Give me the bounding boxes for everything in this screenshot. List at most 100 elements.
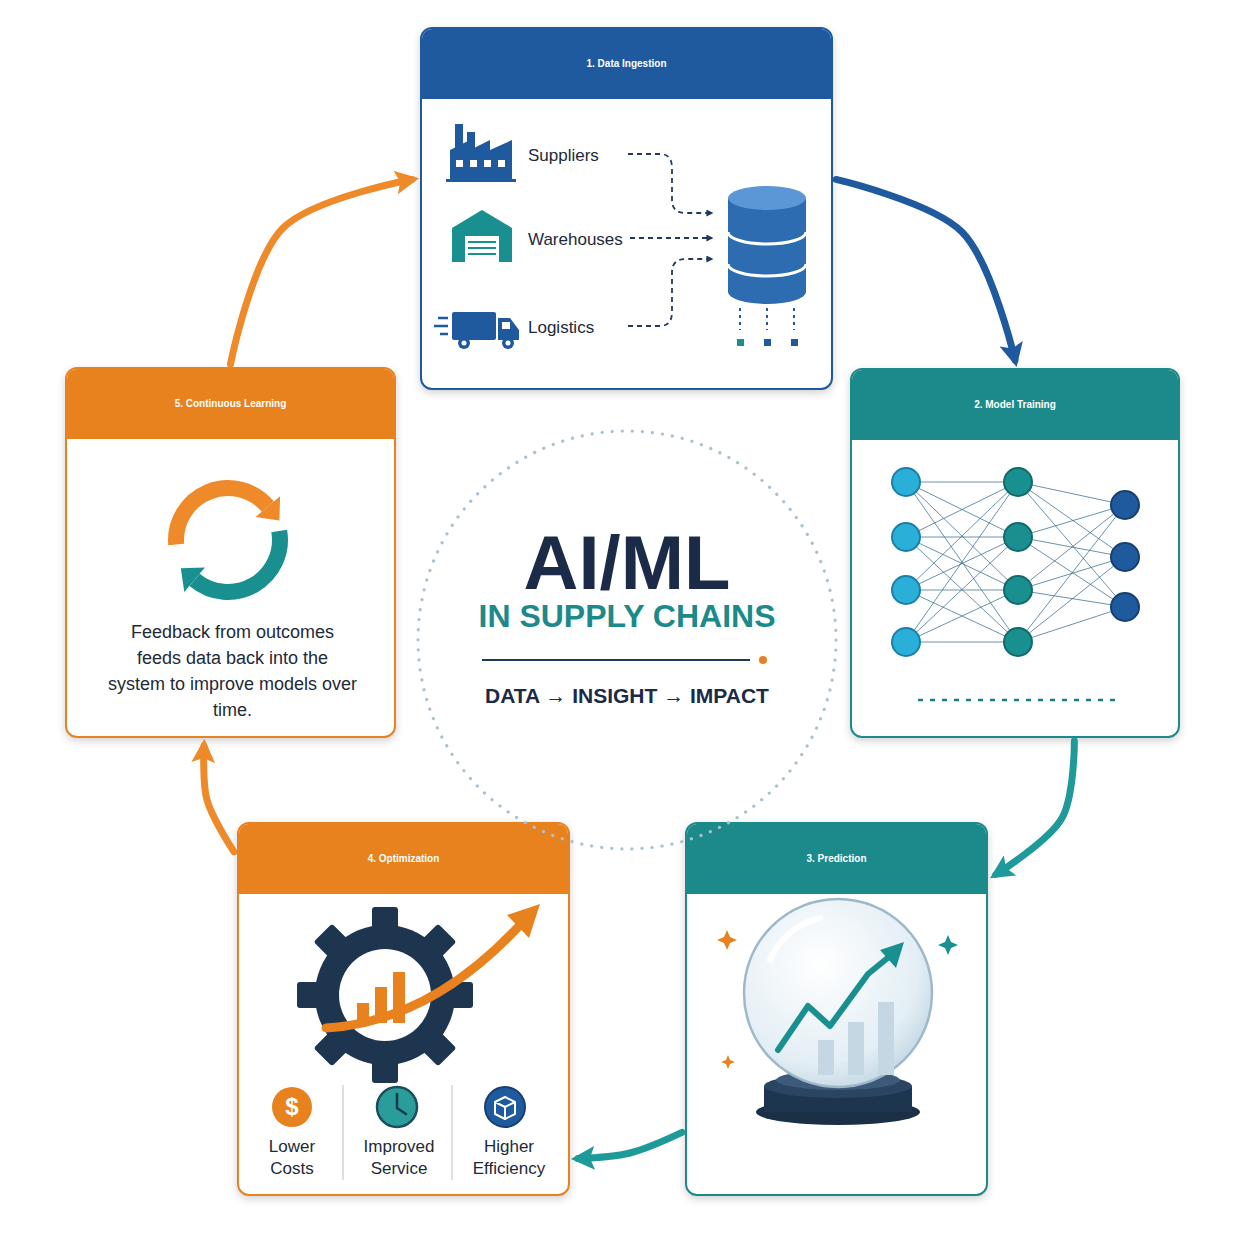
crystal-ball-icon (721, 1055, 735, 1069)
crystal-ball-icon (764, 1074, 912, 1098)
crystal-ball-icon (770, 918, 820, 960)
factory-icon (498, 160, 505, 167)
truck-icon (498, 318, 519, 340)
crystal-ball-icon (744, 899, 932, 1087)
truck-icon (462, 341, 467, 346)
icon-symbol: $ (272, 1093, 312, 1121)
gear-icon (357, 1003, 369, 1023)
gear-icon (297, 982, 323, 1008)
warehouse-icon (465, 236, 499, 262)
crystal-ball-icon (778, 956, 890, 1050)
step-heading: 2. Model Training (852, 370, 1178, 440)
flow-arrow (231, 179, 413, 364)
gear-icon (315, 925, 455, 1065)
neural-network (1111, 491, 1139, 621)
step-description: Feedback from outcomes feeds data back i… (107, 619, 358, 723)
step-heading: 4. Optimization (239, 824, 568, 894)
data-stream-dots (737, 339, 744, 346)
neural-network (892, 576, 920, 604)
process-box: 2. Model Training (850, 368, 1180, 738)
benefit-icons (485, 1087, 525, 1127)
title-underline (482, 656, 767, 664)
benefit-label: Higher Efficiency (459, 1136, 559, 1180)
database-icon (728, 186, 806, 210)
factory-icon (467, 132, 475, 150)
data-stream-dots (764, 339, 771, 346)
center-circle: AI/MLIN SUPPLY CHAINSDATA → INSIGHT → IM… (415, 428, 839, 852)
step-heading: 1. Data Ingestion (422, 29, 831, 99)
neural-network (1004, 468, 1032, 496)
truck-icon (506, 341, 511, 346)
center-tagline: DATA → INSIGHT → IMPACT (415, 683, 839, 709)
gear-icon (297, 907, 473, 1083)
crystal-ball-icon (764, 1086, 912, 1112)
gear-icon (393, 972, 405, 1023)
flow-arrow (836, 179, 1015, 360)
factory-icon (450, 140, 512, 180)
crystal-ball-icon (756, 1099, 920, 1125)
benefit-icons (343, 1085, 452, 1180)
data-flow-line (630, 237, 712, 239)
neural-network (1111, 491, 1139, 519)
dotted-circle-outline (418, 431, 836, 849)
process-box: 3. Prediction (685, 822, 988, 1196)
database-icon (728, 232, 806, 244)
title-underline (482, 659, 750, 661)
benefit-icons (272, 1087, 312, 1127)
data-stream-dots (737, 308, 798, 346)
benefit-label: Improved Service (349, 1136, 449, 1180)
crystal-ball-icon (717, 930, 737, 950)
gear-icon (420, 924, 457, 961)
benefit-icons (272, 1085, 525, 1180)
crystal-ball-icon (776, 1070, 900, 1090)
neural-network (918, 699, 1120, 702)
factory-icon (455, 124, 463, 150)
neural-network (1004, 468, 1032, 656)
crystal-ball-icon (818, 1040, 834, 1075)
data-flow-line (628, 259, 712, 326)
gear-icon (375, 987, 387, 1023)
process-box: 5. Continuous LearningFeedback from outc… (65, 367, 396, 738)
crystal-ball-icon (938, 935, 958, 955)
warehouse-icon (468, 242, 496, 254)
flow-arrow (578, 1132, 682, 1158)
benefit-label: Lower Costs (242, 1136, 342, 1180)
gear-icon (314, 1030, 351, 1067)
warehouse-icon (452, 210, 512, 262)
gear-icon (420, 1030, 457, 1067)
neural-network (1004, 523, 1032, 551)
gear-icon (339, 949, 431, 1041)
benefit-icons (377, 1087, 417, 1127)
flow-arrow (996, 741, 1074, 874)
neural-network (1004, 628, 1032, 656)
factory-icon (456, 160, 463, 167)
truck-icon (502, 322, 510, 329)
cycle-icon (195, 531, 280, 592)
factory-icon (446, 124, 516, 182)
gear-icon (447, 982, 473, 1008)
cycle-icon (176, 488, 268, 544)
truck-icon (434, 318, 448, 334)
process-box: 4. OptimizationLower CostsImproved Servi… (237, 822, 570, 1196)
database-icon (728, 198, 806, 304)
benefit-icons (397, 1094, 406, 1114)
factory-icon (470, 160, 477, 167)
center-title: AI/ML (415, 523, 839, 603)
gear-icon (297, 904, 540, 1083)
flow-arrow (204, 746, 234, 852)
data-stream-dots (740, 308, 794, 330)
cycle-icon (256, 496, 281, 520)
neural-network (892, 468, 920, 656)
step-heading: 3. Prediction (687, 824, 986, 894)
crystal-ball-icon (717, 899, 958, 1125)
neural-network (1111, 543, 1139, 571)
warehouse-icon (452, 210, 512, 262)
factory-icon (446, 179, 516, 182)
process-box: 1. Data IngestionSuppliersWarehousesLogi… (420, 27, 833, 390)
neural-network (892, 468, 1139, 700)
data-stream-dots (791, 339, 798, 346)
title-underline (759, 656, 767, 664)
data-flow-line (628, 154, 712, 213)
